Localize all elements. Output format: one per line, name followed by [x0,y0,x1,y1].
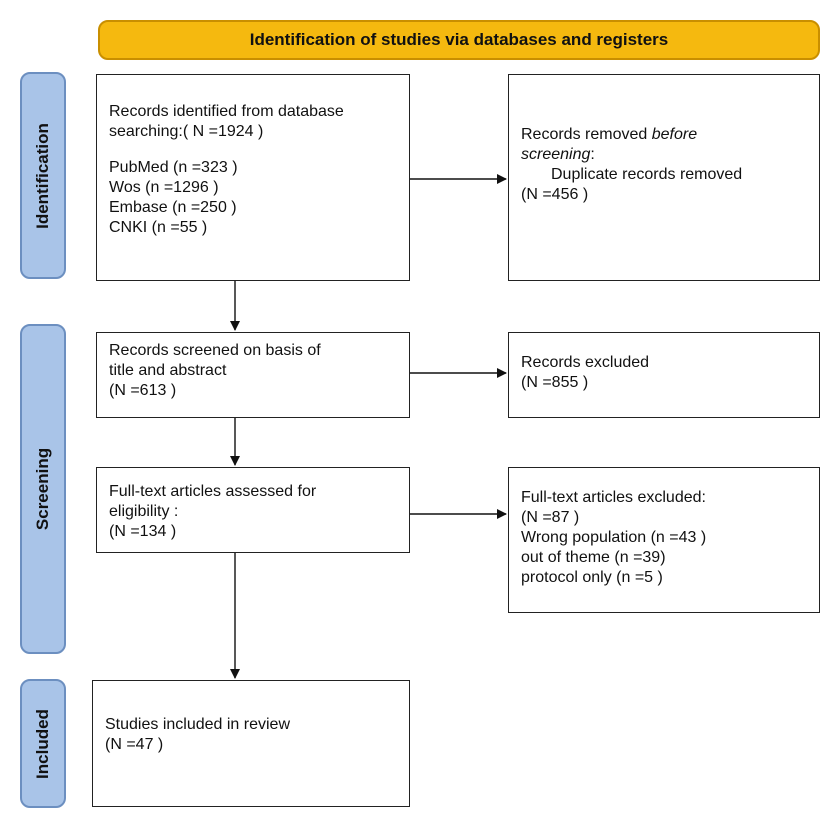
ft-excluded-line1: Full-text articles excluded: [521,489,706,506]
screened-line3: (N =613 ) [109,382,177,399]
fulltext-line3: (N =134 ) [109,523,177,540]
fulltext-line1: Full-text articles assessed for [109,483,317,500]
banner-title: Identification of studies via databases … [249,30,669,49]
source-pubmed: PubMed (n =323 ) [109,159,238,176]
removed-line1: Records removed before [521,125,807,145]
fulltext-line2: eligibility : [109,503,179,520]
ft-excluded-line3: Wrong population (n =43 ) [521,529,707,546]
identified-line1: Records identified from database [109,103,344,120]
fulltext-assessed-box: Full-text articles assessed for eligibil… [96,467,410,553]
screened-line1: Records screened on basis of [109,342,321,359]
identified-line2: searching:( N =1924 ) [109,123,264,140]
removed-line1-italic: before [651,126,698,143]
stage-included-label: Included [33,708,52,779]
stage-screening: Screening [20,324,66,654]
records-excluded-box: Records excluded (N =855 ) [508,332,820,418]
included-line2: (N =47 ) [105,736,164,753]
records-identified-box: Records identified from database searchi… [96,74,410,281]
excluded-line1: Records excluded [521,354,650,371]
fulltext-excluded-box: Full-text articles excluded: (N =87 ) Wr… [508,467,820,613]
stage-identification-label: Identification [33,122,52,229]
source-wos: Wos (n =1296 ) [109,179,219,196]
ft-excluded-line4: out of theme (n =39) [521,549,666,566]
source-cnki: CNKI (n =55 ) [109,219,208,236]
ft-excluded-line2: (N =87 ) [521,509,580,526]
source-embase: Embase (n =250 ) [109,199,237,216]
stage-identification: Identification [20,72,66,279]
removed-line4: (N =456 ) [521,186,589,203]
stage-screening-label: Screening [33,447,53,531]
screened-line2: title and abstract [109,362,227,379]
included-line1: Studies included in review [105,716,290,733]
ft-excluded-line5: protocol only (n =5 ) [521,569,663,586]
studies-included-box: Studies included in review (N =47 ) [92,680,410,807]
removed-line1-text: Records removed [521,126,652,143]
removed-line3: Duplicate records removed [551,166,743,183]
phase-banner: Identification of studies via databases … [98,20,820,60]
records-screened-box: Records screened on basis of title and a… [96,332,410,418]
removed-line2-italic: screening [521,146,591,163]
records-removed-box: Records removed before screening: Duplic… [508,74,820,281]
stage-included: Included [20,679,66,808]
removed-line2: screening: [521,145,807,165]
removed-line2-rest: : [590,146,595,163]
excluded-line2: (N =855 ) [521,374,589,391]
